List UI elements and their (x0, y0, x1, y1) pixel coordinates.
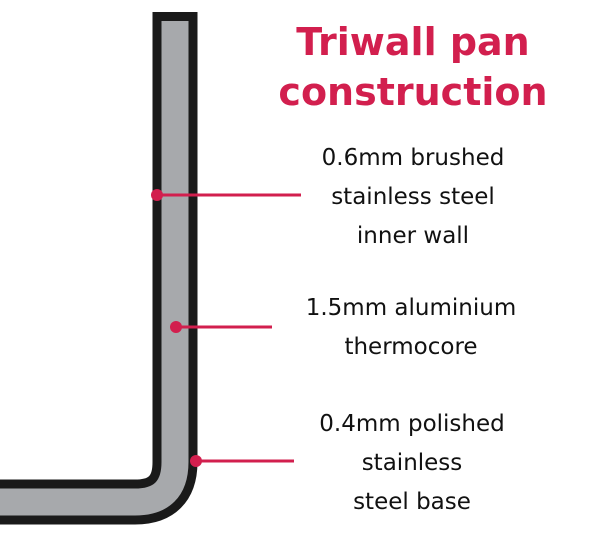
label-thermocore-line: thermocore (344, 334, 477, 360)
label-inner-wall-line: 0.6mm brushed (322, 145, 505, 171)
label-base-line: steel base (353, 489, 471, 515)
marker-dot (190, 455, 202, 467)
label-thermocore-line: 1.5mm aluminium (306, 295, 517, 321)
marker-dot (151, 189, 163, 201)
callout-base (190, 455, 294, 467)
label-base-line: stainless (362, 450, 463, 476)
marker-dot (170, 321, 182, 333)
label-base-line: 0.4mm polished (319, 411, 504, 437)
aluminium-core (0, 21, 189, 516)
callout-thermocore (170, 321, 272, 333)
label-inner-wall-line: inner wall (357, 223, 469, 249)
callout-inner-wall (151, 189, 301, 201)
pan-wall-outline (0, 12, 198, 525)
title-line-1: Triwall pan (296, 20, 529, 64)
label-inner-wall-line: stainless steel (331, 184, 495, 210)
title-line-2: construction (278, 70, 547, 114)
